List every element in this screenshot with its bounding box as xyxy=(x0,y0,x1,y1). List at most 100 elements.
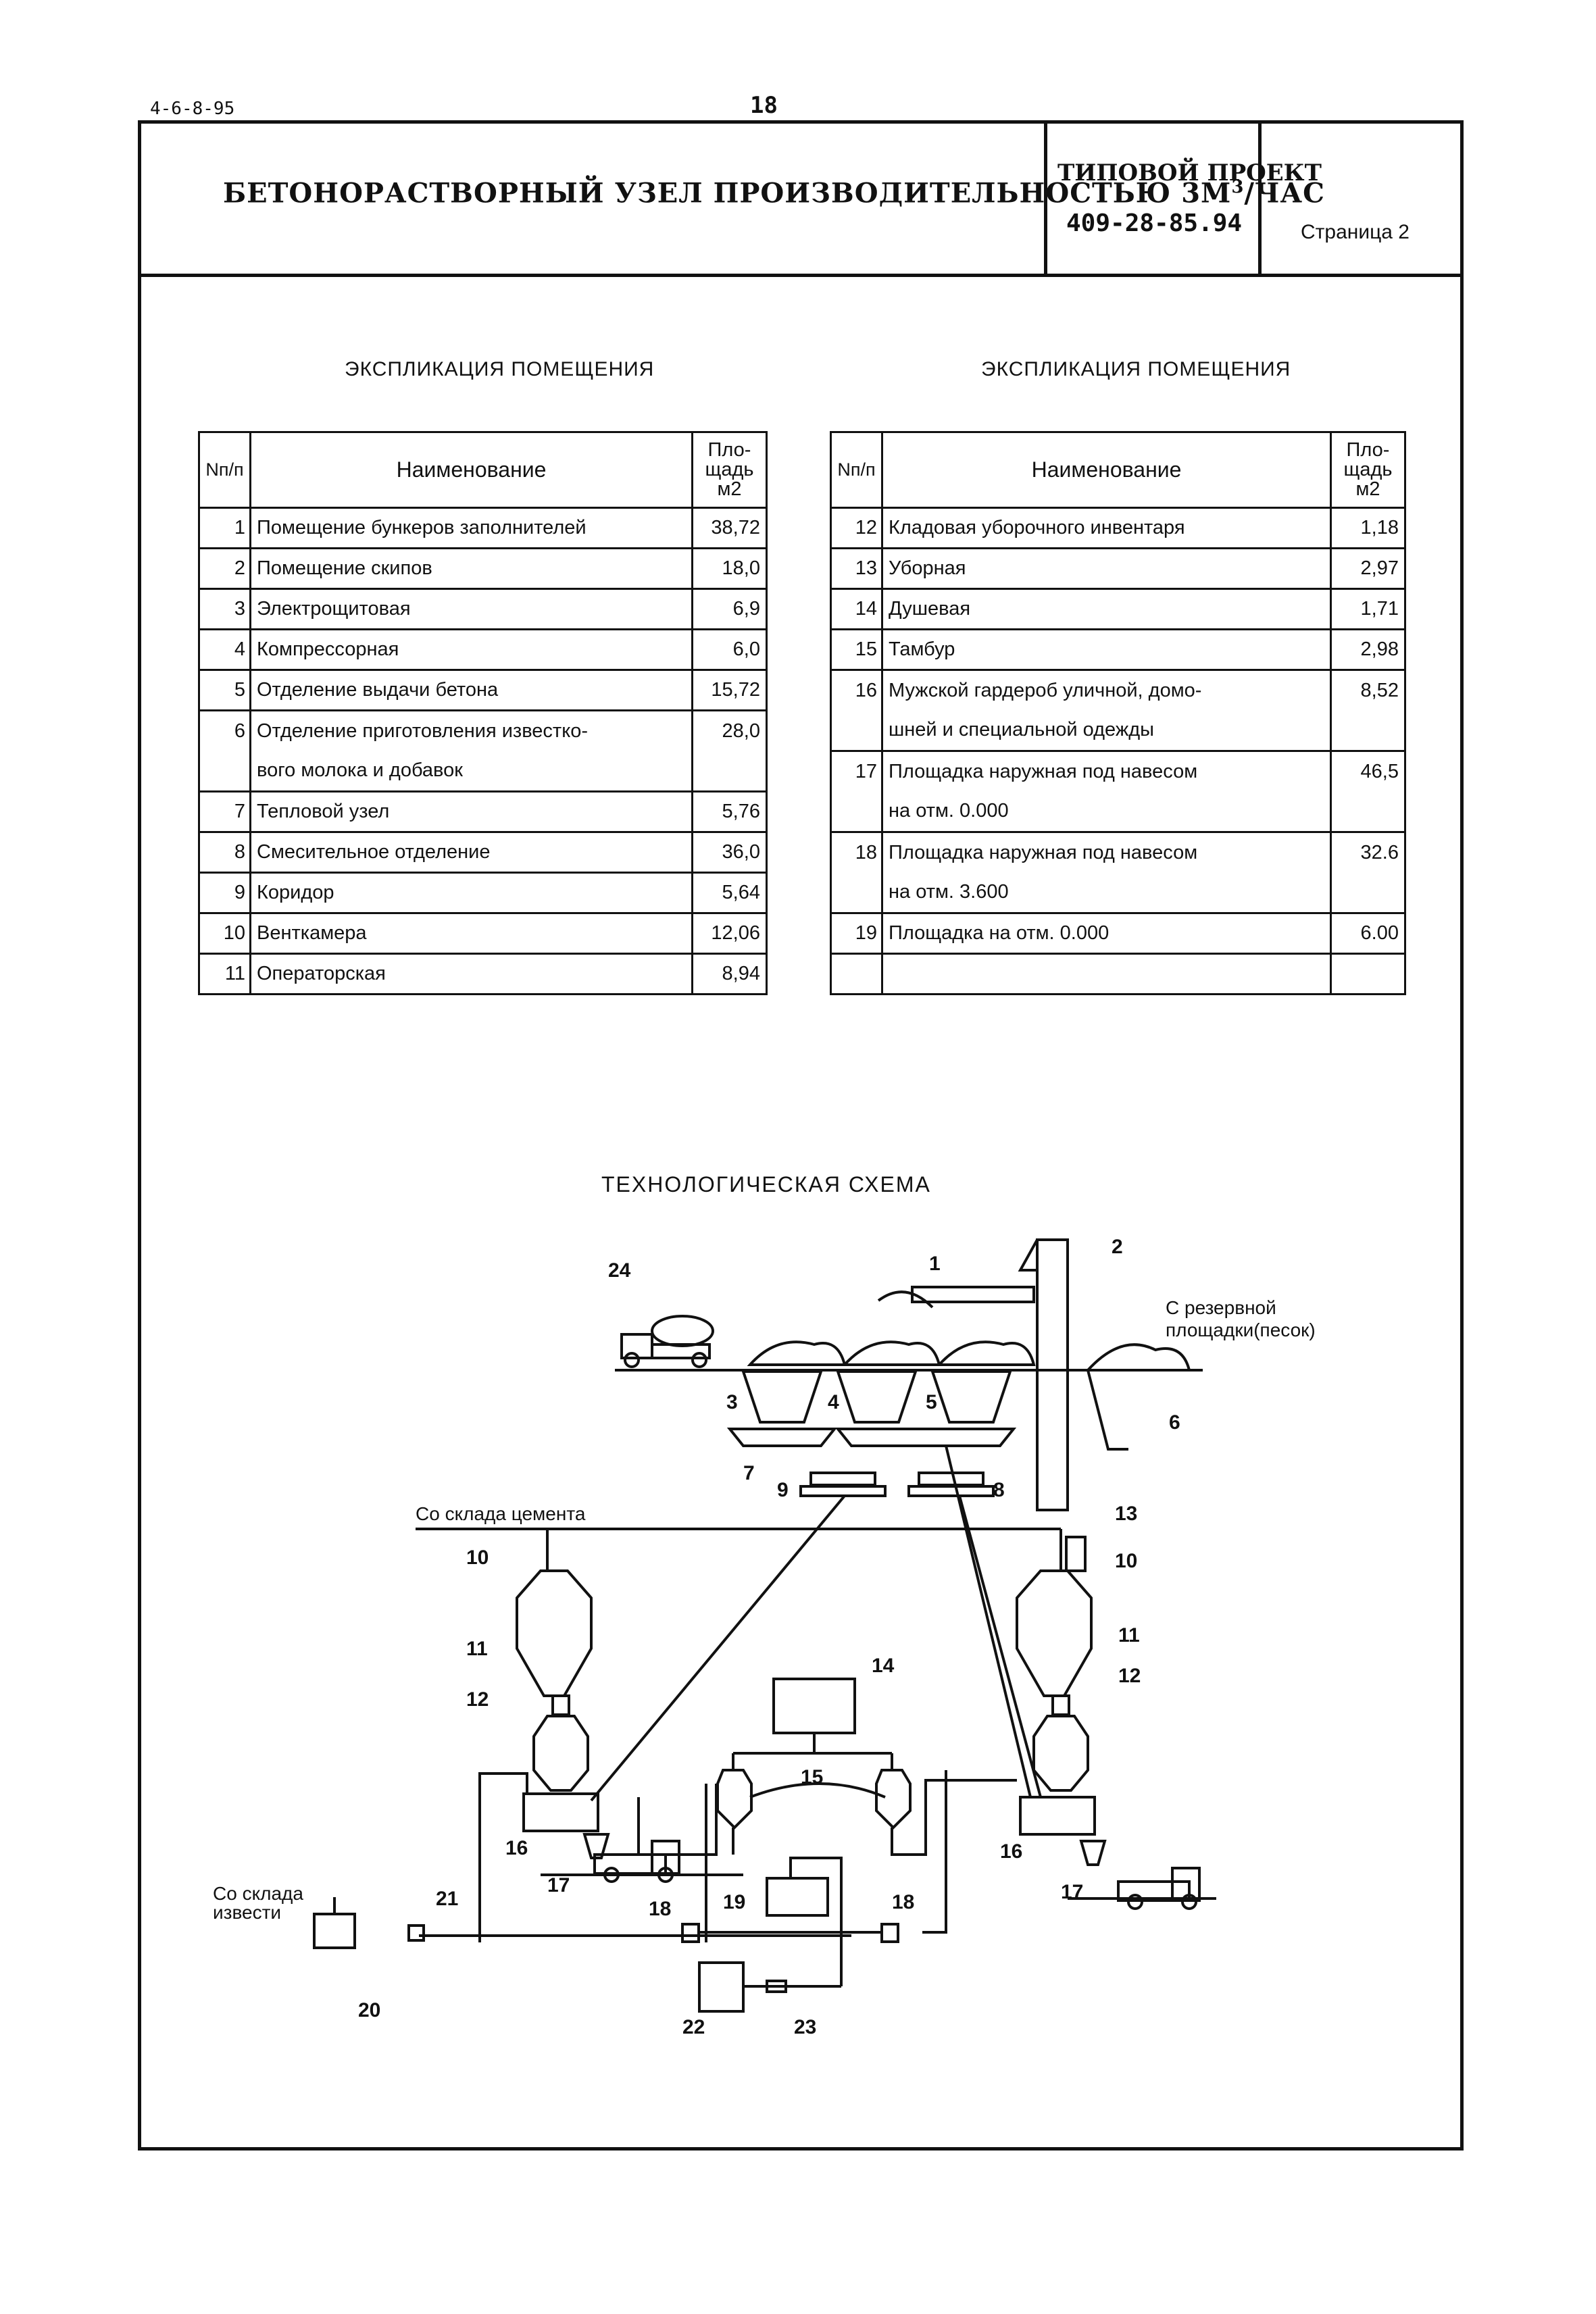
cell-num xyxy=(830,872,883,914)
cell-area xyxy=(1330,791,1406,833)
mixer-16-right xyxy=(1019,1796,1096,1836)
cell-num: 14 xyxy=(830,588,883,630)
cell-area: 5,76 xyxy=(691,790,768,833)
cell-name: Кладовая уборочного инвентаря xyxy=(881,507,1332,549)
cell-area: 12,06 xyxy=(691,912,768,955)
from-lime-label-2: извести xyxy=(213,1902,281,1923)
label-9: 9 xyxy=(777,1479,789,1501)
right-table-heading: ЭКСПЛИКАЦИЯ ПОМЕЩЕНИЯ xyxy=(981,358,1291,380)
sheet-page-label: Страница 2 xyxy=(1301,221,1410,243)
cell-num xyxy=(198,751,251,793)
table-row xyxy=(830,953,1406,995)
label-13: 13 xyxy=(1115,1503,1137,1525)
col-name-header: Наименование xyxy=(249,431,693,509)
title-text: БЕТОНОРАСТВОРНЫЙ УЗЕЛ ПРОИЗВОДИТЕЛЬНОСТЬ… xyxy=(223,177,1232,209)
dosing-tray-8 xyxy=(834,1428,1017,1447)
label-18-right: 18 xyxy=(892,1891,914,1913)
cell-area: 32.6 xyxy=(1330,831,1406,873)
cell-name: Душевая xyxy=(881,588,1332,630)
cell-name: Коридор xyxy=(249,872,693,914)
mixer-16-left xyxy=(522,1792,599,1832)
scheme-title: ТЕХНОЛОГИЧЕСКАЯ СХЕМА xyxy=(601,1172,931,1197)
cell-num: 5 xyxy=(198,669,251,711)
cement-silo-left xyxy=(516,1569,593,1697)
label-5: 5 xyxy=(926,1391,937,1413)
cell-name: Площадка наружная под навесом xyxy=(881,831,1332,873)
reserve-label-2: площадки(песок) xyxy=(1166,1319,1316,1340)
scale-9 xyxy=(799,1485,887,1497)
pump-18-right xyxy=(880,1923,899,1943)
cell-area xyxy=(691,751,768,793)
truck-17-right xyxy=(1117,1867,1201,1910)
feeder-11-left xyxy=(551,1694,570,1716)
cell-area xyxy=(1330,872,1406,914)
from-cement-label: Со склада цемента xyxy=(416,1503,586,1524)
table-row: шней и специальной одежды xyxy=(830,710,1406,752)
title-suffix: /ЧАС xyxy=(1244,177,1325,209)
cell-name: Электрощитовая xyxy=(249,588,693,630)
label-20: 20 xyxy=(358,1999,380,2021)
dosing-tray-7 xyxy=(726,1428,838,1447)
label-6: 6 xyxy=(1169,1411,1180,1434)
pump-18-left xyxy=(681,1923,700,1943)
label-19: 19 xyxy=(723,1891,745,1913)
cell-num: 15 xyxy=(830,628,883,671)
cell-num xyxy=(830,791,883,833)
cell-name: Компрессорная xyxy=(249,628,693,671)
cell-area: 38,72 xyxy=(691,507,768,549)
reserve-label-1: С резервной xyxy=(1166,1297,1276,1318)
label-24: 24 xyxy=(608,1259,631,1282)
title-superscript: 3 xyxy=(1231,177,1245,197)
cell-num: 4 xyxy=(198,628,251,671)
label-22: 22 xyxy=(682,2016,705,2038)
cell-area: 5,64 xyxy=(691,872,768,914)
label-10-left: 10 xyxy=(466,1546,489,1569)
label-3: 3 xyxy=(726,1391,738,1413)
skip-column xyxy=(1036,1238,1069,1511)
cell-name: Помещение скипов xyxy=(249,547,693,590)
col-area-header: Пло- щадь м2 xyxy=(691,431,768,509)
label-4: 4 xyxy=(828,1391,839,1413)
table-row: вого молока и добавок xyxy=(198,751,768,793)
cell-area: 8,52 xyxy=(1330,669,1406,711)
cell-area: 15,72 xyxy=(691,669,768,711)
label-12-left: 12 xyxy=(466,1688,489,1711)
cell-num xyxy=(830,710,883,752)
lime-tank-20 xyxy=(313,1913,356,1949)
label-1: 1 xyxy=(929,1253,941,1275)
label-12-right: 12 xyxy=(1118,1665,1141,1687)
cell-area: 6,0 xyxy=(691,628,768,671)
hopper-3 xyxy=(741,1340,847,1424)
document-code: 4-6-8-95 xyxy=(150,99,235,119)
cell-name xyxy=(881,953,1332,995)
cell-num xyxy=(830,953,883,995)
cell-num: 12 xyxy=(830,507,883,549)
cell-name: Тепловой узел xyxy=(249,790,693,833)
project-code: 409-28-85.94 xyxy=(1066,209,1243,237)
cell-area: 1,71 xyxy=(1330,588,1406,630)
project-label: ТИПОВОЙ ПРОЕКТ xyxy=(1057,159,1322,186)
doser-15-left xyxy=(716,1769,753,1830)
cell-num: 6 xyxy=(198,709,251,751)
chute-17-right xyxy=(1079,1840,1107,1866)
cell-name: Площадка на отм. 0.000 xyxy=(881,912,1332,955)
title-block xyxy=(138,120,1464,277)
left-table-heading: ЭКСПЛИКАЦИЯ ПОМЕЩЕНИЯ xyxy=(345,358,655,380)
cell-name: на отм. 3.600 xyxy=(881,872,1332,914)
label-17-right: 17 xyxy=(1061,1881,1083,1903)
label-16-right: 16 xyxy=(1000,1840,1022,1863)
label-15: 15 xyxy=(801,1766,823,1788)
